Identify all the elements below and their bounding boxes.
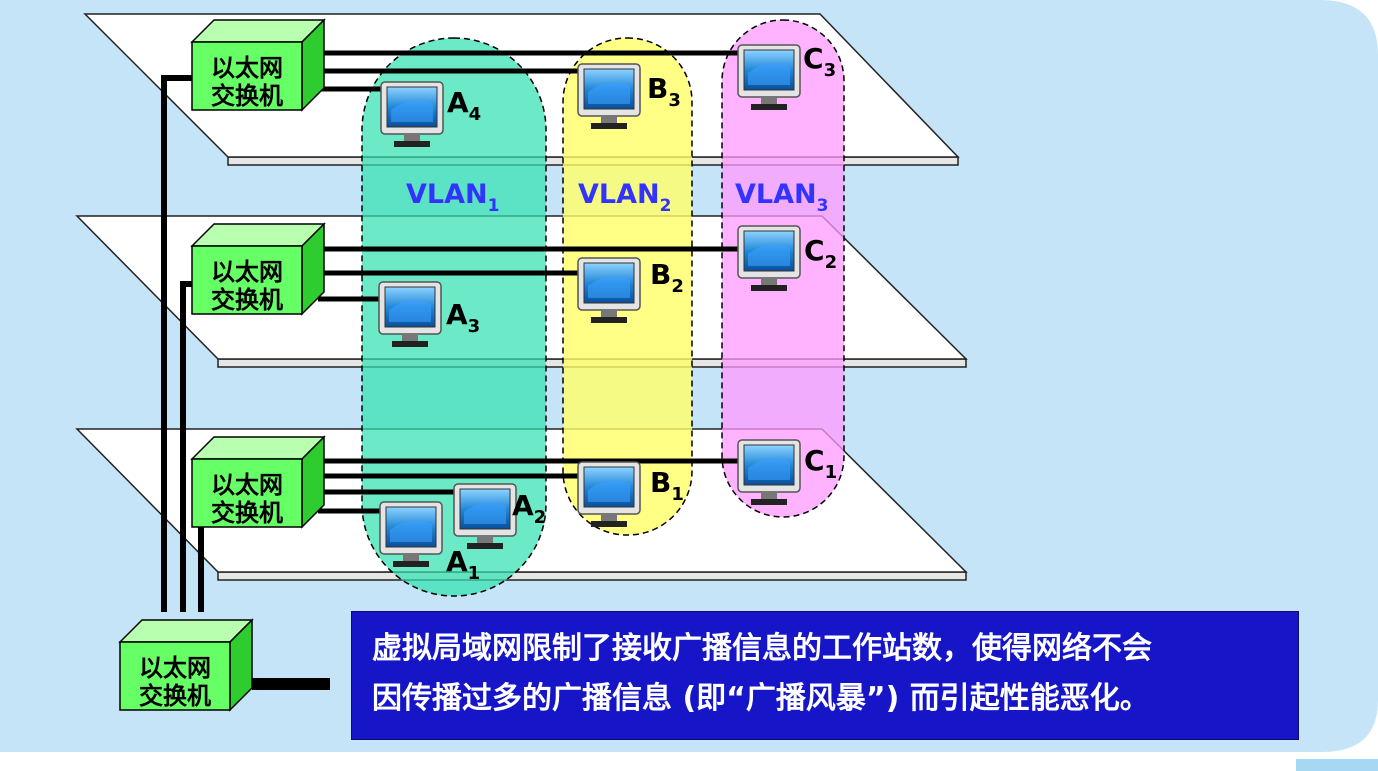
host-label-a3: A3 — [446, 298, 480, 337]
host-label-b3: B3 — [647, 72, 681, 111]
vlan1-group — [361, 37, 547, 597]
caption-box: 虚拟局域网限制了接收广播信息的工作站数，使得网络不会 因传播过多的广播信息 (即… — [351, 611, 1299, 740]
host-cables — [252, 50, 740, 690]
vlan2-label: VLAN2 — [578, 179, 671, 216]
switch-backbone: 以太网 交换机 — [119, 619, 253, 711]
host-label-a1: A1 — [446, 545, 480, 584]
host-label-c1: C1 — [804, 444, 837, 483]
switch-label-line1: 以太网 — [211, 54, 283, 82]
switch-label-line1: 以太网 — [211, 471, 283, 499]
host-label-c2: C2 — [804, 234, 837, 273]
switch-label-line2: 交换机 — [139, 682, 211, 710]
vlan1-label: VLAN1 — [406, 179, 499, 216]
caption-line-2: 因传播过多的广播信息 (即“广播风暴”) 而引起性能恶化。 — [372, 681, 1150, 716]
switch-floor-2: 以太网 交换机 — [191, 223, 325, 315]
switch-label-line1: 以太网 — [139, 654, 211, 682]
caption-line-1: 虚拟局域网限制了接收广播信息的工作站数，使得网络不会 — [372, 631, 1152, 666]
switch-floor-3: 以太网 交换机 — [191, 19, 325, 111]
switch-label-line1: 以太网 — [211, 258, 283, 286]
host-label-c3: C3 — [803, 42, 836, 81]
switch-label-line2: 交换机 — [211, 499, 283, 527]
host-label-a2: A2 — [512, 489, 546, 528]
host-label-b2: B2 — [650, 258, 684, 297]
host-label-b1: B1 — [650, 466, 684, 505]
switch-label-line2: 交换机 — [211, 286, 283, 314]
switch-floor-1: 以太网 交换机 — [191, 436, 325, 528]
switch-label-line2: 交换机 — [211, 82, 283, 110]
vlan3-label: VLAN3 — [735, 179, 828, 216]
corner-accent — [1296, 759, 1378, 771]
host-label-a4: A4 — [447, 86, 481, 125]
